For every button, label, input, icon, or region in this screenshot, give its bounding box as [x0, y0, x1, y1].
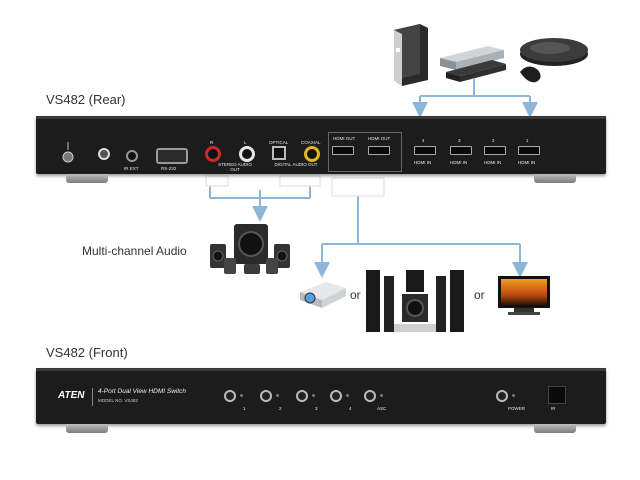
- rear-left-foot: [66, 174, 108, 183]
- rs232-label: RS-232: [161, 166, 177, 171]
- power-button[interactable]: [496, 390, 508, 402]
- asc-label: ASC: [377, 406, 387, 411]
- asc-led: [380, 394, 383, 397]
- hdmi-out-group: [328, 132, 402, 172]
- rs232-port: [156, 148, 188, 164]
- tv-icon: [498, 276, 550, 315]
- ground-screw-icon: [62, 142, 74, 163]
- hdmi-in-4-number: 4: [422, 138, 425, 143]
- dvd-player-icon: [440, 46, 506, 82]
- port-2-button[interactable]: [260, 390, 272, 402]
- ir-label: IR: [551, 406, 556, 411]
- port-3-label: 3: [315, 406, 318, 411]
- model-label: MODEL NO. VS482: [98, 398, 138, 403]
- port-4-led: [346, 394, 349, 397]
- brand-divider: [92, 388, 93, 406]
- front-left-foot: [66, 424, 108, 433]
- asc-button[interactable]: [364, 390, 376, 402]
- port-2-label: 2: [279, 406, 282, 411]
- power-led: [512, 394, 515, 397]
- hdmi-in-2-number: 2: [492, 138, 495, 143]
- hdmi-out-2-port: [368, 146, 390, 155]
- port-2-led: [276, 394, 279, 397]
- ir-ext-label: IR EXT: [124, 166, 139, 171]
- hdmi-in-2-port: [484, 146, 506, 155]
- digital-out-label: DIGITAL AUDIO OUT: [274, 162, 318, 167]
- optical-port: [272, 146, 286, 160]
- rear-right-foot: [534, 174, 576, 183]
- dc-power-jack: [98, 148, 110, 160]
- source-devices: [394, 24, 588, 86]
- hdmi-out-2-label: HDMI OUT: [368, 136, 391, 141]
- home-theater-icon: [366, 270, 464, 332]
- port-4-label: 4: [349, 406, 352, 411]
- port-3-button[interactable]: [296, 390, 308, 402]
- hdmi-in-3-number: 3: [458, 138, 461, 143]
- hdmi-in-1-label: HDMI IN: [518, 160, 536, 165]
- rear-title: VS482 (Rear): [46, 92, 126, 107]
- hdmi-out-1-port: [332, 146, 354, 155]
- stereo-out-label: STEREO AUDIO OUT: [218, 162, 252, 172]
- brand-logo: ATEN: [58, 390, 85, 401]
- rca-left-jack: [239, 146, 255, 162]
- ir-ext-jack: [126, 150, 138, 162]
- coaxial-jack: [304, 146, 320, 162]
- hdmi-in-4-port: [414, 146, 436, 155]
- product-name: 4-Port Dual View HDMI Switch: [98, 388, 187, 395]
- stereo-l-label: L: [244, 140, 247, 145]
- hdmi-in-2-label: HDMI IN: [484, 160, 502, 165]
- hdmi-in-3-port: [450, 146, 472, 155]
- hdmi-in-3-label: HDMI IN: [450, 160, 468, 165]
- front-unit: ATEN 4-Port Dual View HDMI Switch MODEL …: [36, 368, 606, 424]
- port-1-label: 1: [243, 406, 246, 411]
- power-label: POWER: [508, 406, 526, 411]
- hdmi-out-1-label: HDMI OUT: [333, 136, 356, 141]
- front-title: VS482 (Front): [46, 345, 128, 360]
- hdmi-in-4-label: HDMI IN: [414, 160, 432, 165]
- port-3-led: [312, 394, 315, 397]
- hdmi-in-1-port: [518, 146, 540, 155]
- rca-right-jack: [205, 146, 221, 162]
- projector-icon: [300, 282, 346, 308]
- front-right-foot: [534, 424, 576, 433]
- or-label-1: or: [350, 288, 361, 302]
- port-1-button[interactable]: [224, 390, 236, 402]
- hdmi-in-1-number: 1: [526, 138, 529, 143]
- optical-label: OPTICAL: [269, 140, 289, 145]
- speaker-system-icon: [210, 224, 290, 274]
- pc-tower-icon: [394, 24, 428, 86]
- stereo-r-label: R: [210, 140, 214, 145]
- or-label-2: or: [474, 288, 485, 302]
- port-4-button[interactable]: [330, 390, 342, 402]
- port-1-led: [240, 394, 243, 397]
- audio-label: Multi-channel Audio: [82, 244, 187, 258]
- ir-receiver-window: [548, 386, 566, 404]
- rear-unit: IR EXT RS-232 R L STEREO AUDIO OUT OPTIC…: [36, 116, 606, 174]
- coaxial-label: COAXIAL: [301, 140, 321, 145]
- game-console-icon: [520, 38, 588, 83]
